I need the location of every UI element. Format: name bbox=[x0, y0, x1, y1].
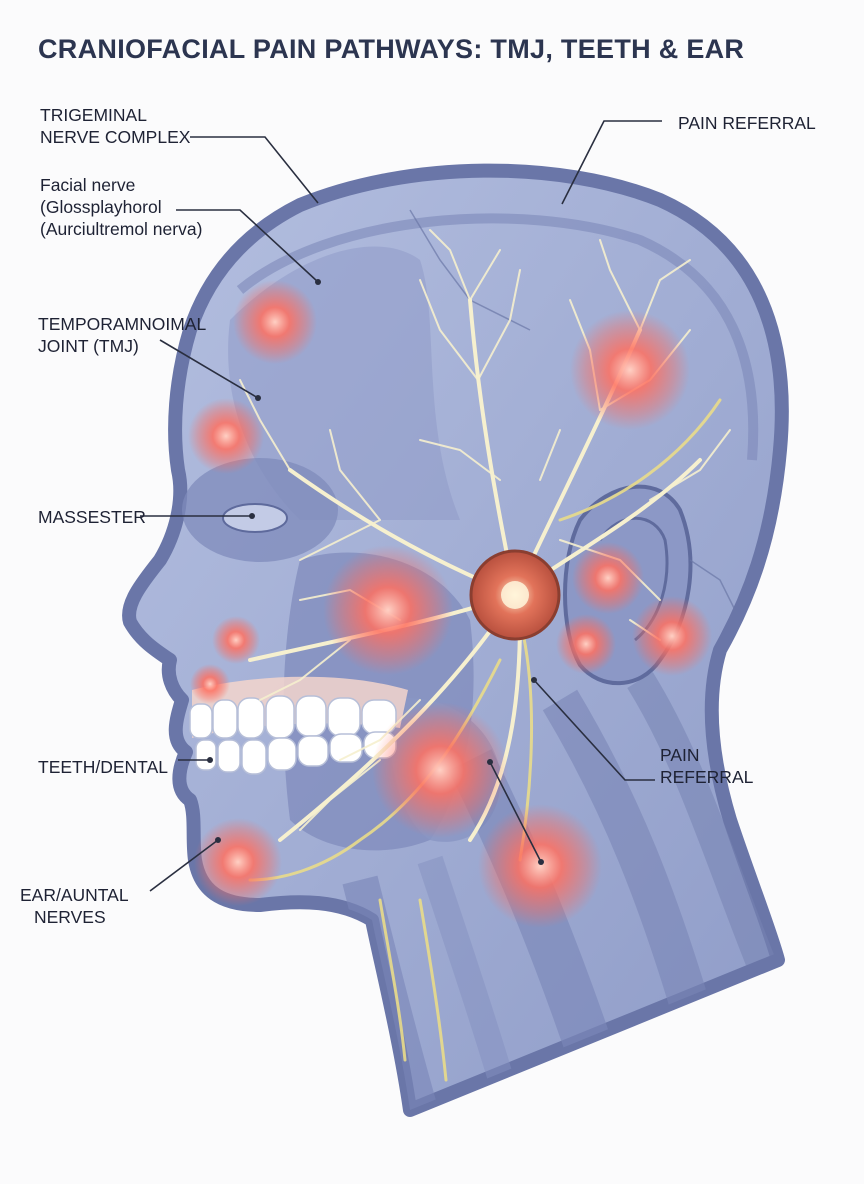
label-tmj-line1: TEMPORAMNOIMAL bbox=[38, 313, 206, 335]
label-ear-nerves: EAR/AUNTAL NERVES bbox=[20, 884, 129, 928]
label-pain-referral-right-line2: REFERRAL bbox=[660, 766, 753, 788]
label-trigeminal: TRIGEMINAL NERVE COMPLEX bbox=[40, 104, 190, 148]
label-ear-line2: NERVES bbox=[20, 906, 129, 928]
label-ear-line1: EAR/AUNTAL bbox=[20, 884, 129, 906]
label-trigeminal-line1: TRIGEMINAL bbox=[40, 104, 190, 126]
label-masseter: MASSESTER bbox=[38, 506, 146, 528]
label-teeth: TEETH/DENTAL bbox=[38, 756, 168, 778]
label-facial-line1: Facial nerve bbox=[40, 174, 202, 196]
page-title: CRANIOFACIAL PAIN PATHWAYS: TMJ, TEETH &… bbox=[38, 34, 744, 65]
label-trigeminal-line2: NERVE COMPLEX bbox=[40, 126, 190, 148]
label-pain-referral-right: PAIN REFERRAL bbox=[660, 744, 753, 788]
label-facial-line3: (Aurciultremol nerva) bbox=[40, 218, 202, 240]
label-tmj-line2: JOINT (TMJ) bbox=[38, 335, 206, 357]
label-tmj: TEMPORAMNOIMAL JOINT (TMJ) bbox=[38, 313, 206, 357]
label-facial-nerve: Facial nerve (Glossplayhorol (Aurciultre… bbox=[40, 174, 202, 240]
label-facial-line2: (Glossplayhorol bbox=[40, 196, 202, 218]
label-pain-referral-top: PAIN REFERRAL bbox=[678, 112, 816, 134]
label-pain-referral-right-line1: PAIN bbox=[660, 744, 753, 766]
